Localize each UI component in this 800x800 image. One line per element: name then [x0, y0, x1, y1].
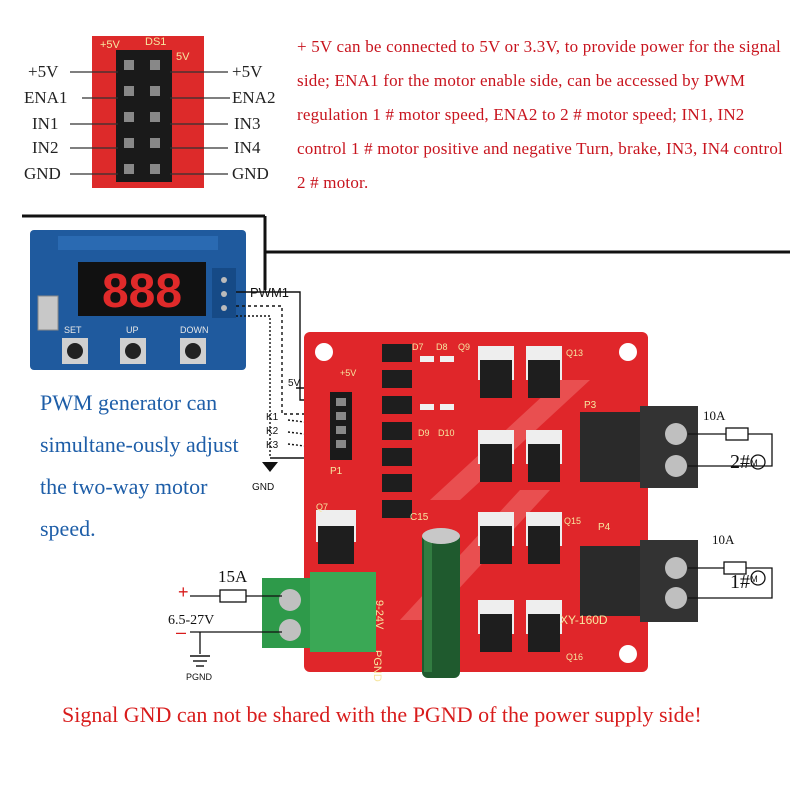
pwm1-label: PWM1 [250, 285, 289, 300]
motor2-screw-1[interactable] [665, 423, 687, 445]
down-button-label: DOWN [180, 325, 209, 335]
pin-left-5v: +5V [28, 62, 59, 81]
motor1-current: 10A [712, 532, 735, 547]
motor1-symbol: M [750, 574, 758, 584]
mount-hole-tl [315, 343, 333, 361]
pwm-caption: PWM generator can simultane-ously adjust… [40, 390, 239, 541]
pin-right-in4: IN4 [234, 138, 261, 157]
silk-pgnd: PGND [371, 650, 383, 682]
header-mark-ds1: DS1 [145, 36, 166, 48]
warning-text: Signal GND can not be shared with the PG… [62, 702, 702, 727]
pwm-module-silk-row [58, 236, 218, 250]
pin-left-gnd: GND [24, 164, 61, 183]
motor1-label: 1# [730, 571, 750, 593]
supply-plus: + [178, 582, 189, 602]
supply-current: 15A [218, 567, 248, 586]
signal-gnd-symbol [262, 462, 278, 472]
silk-ds1: +5V [340, 368, 356, 378]
mount-hole-tr [619, 343, 637, 361]
left-pin-arrows [70, 71, 118, 175]
right-pin-arrows [170, 71, 230, 175]
silk-q13: Q13 [566, 348, 583, 358]
silk-q15: Q15 [564, 516, 581, 526]
motor1-terminal-body [580, 546, 642, 616]
pin-right-in3: IN3 [234, 114, 261, 133]
power-screw-minus[interactable] [279, 619, 301, 641]
motor2-label: 2# [730, 451, 750, 473]
supply-minus: – [176, 622, 186, 642]
power-terminal-body [310, 572, 376, 652]
driver-ic-column [382, 344, 412, 518]
motor2-current: 10A [703, 408, 726, 423]
motor1-screw-2[interactable] [665, 587, 687, 609]
motor2-terminal-block [640, 406, 698, 488]
silk-p1: P1 [330, 466, 343, 477]
power-wiring [190, 589, 282, 654]
driver-board [304, 332, 648, 672]
k2-label: K2 [266, 426, 279, 437]
pin-header-pins [124, 60, 160, 174]
silk-p3: P3 [584, 400, 597, 411]
silk-q7: Q7 [316, 502, 328, 512]
mount-hole-br [619, 645, 637, 663]
silk-d8: D8 [436, 342, 448, 352]
pin-right-5v: +5V [232, 62, 263, 81]
silk-d9: D9 [418, 428, 430, 438]
silk-p4: P4 [598, 522, 611, 533]
pgnd-label: PGND [186, 672, 213, 682]
k3-label: K3 [266, 440, 279, 451]
silk-d10: D10 [438, 428, 455, 438]
k1-label: K1 [266, 412, 279, 423]
motor2-symbol: M [750, 458, 758, 468]
motor1-terminal-block [640, 540, 698, 622]
pin-right-ena2: ENA2 [232, 88, 276, 107]
seven-segment-digits: 888 [102, 265, 182, 318]
supply-voltage: 6.5-27V [168, 613, 214, 628]
pin-left-in1: IN1 [32, 114, 59, 133]
mosfet-grid [316, 346, 562, 652]
power-screw-plus[interactable] [279, 589, 301, 611]
header-mark-5v-left: +5V [100, 39, 121, 51]
set-button-label: SET [64, 325, 82, 335]
seven-segment-display [78, 262, 206, 316]
vcc-5v-label: 5V [288, 378, 301, 389]
silk-c15: C15 [410, 512, 429, 523]
silk-q16: Q16 [566, 652, 583, 662]
motor-wiring [688, 427, 773, 599]
pin-left-ena1: ENA1 [24, 88, 68, 107]
motor1-screw-1[interactable] [665, 557, 687, 579]
diode-group [420, 356, 454, 410]
motor2-terminal-body [580, 412, 642, 482]
pin-left-in2: IN2 [32, 138, 59, 157]
silk-d7: D7 [412, 342, 424, 352]
header-mark-5v-right: 5V [176, 51, 190, 63]
signal-gnd-label: GND [252, 482, 274, 493]
motor2-screw-2[interactable] [665, 455, 687, 477]
silk-q9: Q9 [458, 342, 470, 352]
pin-right-gnd: GND [232, 164, 269, 183]
description-text: + 5V can be connected to 5V or 3.3V, to … [297, 37, 783, 192]
usb-connector [37, 295, 59, 331]
pgnd-symbol [190, 655, 210, 667]
board-model: XY-160D [560, 613, 608, 627]
up-button-label: UP [126, 325, 139, 335]
